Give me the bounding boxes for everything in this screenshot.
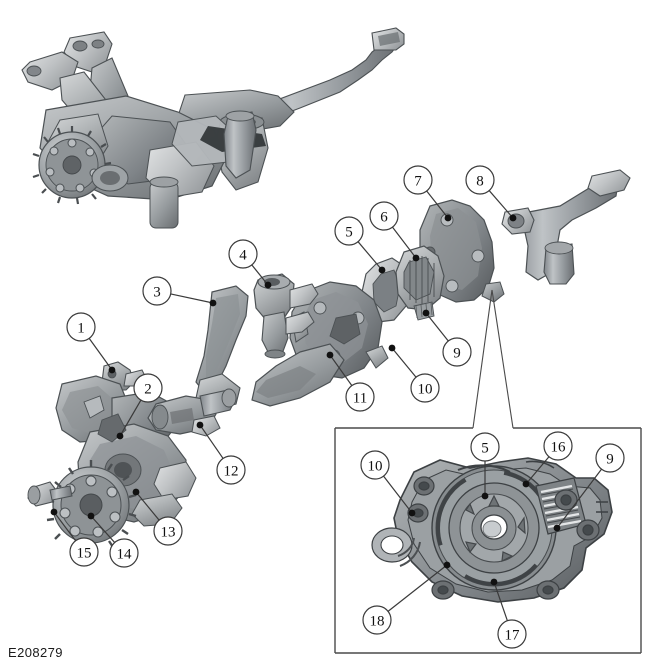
part-pump-body-main <box>251 281 389 407</box>
main-leader-dot-12 <box>196 421 204 429</box>
main-leader-line-11 <box>329 354 353 386</box>
main-leader-line-8 <box>488 190 514 219</box>
inset-callout-16[interactable] <box>543 431 573 461</box>
inset-leader-line-9 <box>556 468 603 529</box>
main-leader-line-1 <box>88 338 113 371</box>
main-leader-line-13 <box>135 491 160 521</box>
main-leader-line-3 <box>170 293 214 304</box>
main-leader-line-14 <box>90 515 116 543</box>
main-leader-dot-3 <box>209 299 217 307</box>
inset-leader-line-17 <box>493 581 508 621</box>
inset-callout-9[interactable] <box>595 443 625 473</box>
main-leader-line-6 <box>392 226 417 259</box>
main-callout-label-5: 5 <box>345 225 353 241</box>
main-callout-3[interactable] <box>142 276 172 306</box>
main-leader-dot-7 <box>444 214 452 222</box>
inset-callout-label-16: 16 <box>551 440 567 456</box>
main-leader-line-5 <box>357 241 383 271</box>
main-callout-10[interactable] <box>410 373 440 403</box>
inset-leader-dot-17 <box>490 578 498 586</box>
main-callout-label-8: 8 <box>476 174 484 190</box>
main-leader-line-9 <box>425 312 449 342</box>
inset-leader-line-18 <box>387 564 448 612</box>
main-callout-label-9: 9 <box>453 346 461 362</box>
main-leader-line-7 <box>426 190 449 219</box>
main-leader-dot-4 <box>264 281 272 289</box>
inset-callout-label-18: 18 <box>370 614 385 630</box>
inset-leader-line-10 <box>383 475 413 514</box>
main-callout-2[interactable] <box>133 373 163 403</box>
main-callout-label-1: 1 <box>77 321 85 337</box>
main-leader-line-15 <box>53 511 77 542</box>
main-callout-15[interactable] <box>69 537 99 567</box>
main-leader-dot-15 <box>50 508 58 516</box>
inset-callout-label-5: 5 <box>481 441 489 457</box>
main-callout-13[interactable] <box>153 516 183 546</box>
main-leader-dot-5 <box>378 266 386 274</box>
inset-pointer-wedge <box>472 289 514 429</box>
callout-group-inset: 5 16 9 10 18 17 <box>360 431 625 649</box>
main-callout-11[interactable] <box>345 382 375 412</box>
inset-pump-cover-artwork <box>371 457 613 603</box>
main-leader-dot-1 <box>108 366 116 374</box>
figure-id-label: E208279 <box>8 645 63 660</box>
part-oil-pressure-regulator-piston <box>147 388 237 437</box>
main-leader-dot-14 <box>87 512 95 520</box>
main-callout-9[interactable] <box>442 337 472 367</box>
main-callout-label-7: 7 <box>414 174 422 190</box>
inset-leader-dot-5 <box>481 492 489 500</box>
main-leader-dot-9 <box>422 309 430 317</box>
main-leader-line-10 <box>391 347 417 378</box>
main-leader-dot-10 <box>388 344 396 352</box>
main-callout-label-3: 3 <box>153 285 161 301</box>
part-sprocket-bolt <box>27 481 73 507</box>
inset-leader-dot-16 <box>522 480 530 488</box>
main-callout-4[interactable] <box>228 239 258 269</box>
main-callout-12[interactable] <box>216 455 246 485</box>
part-oil-pickup-tube <box>501 169 631 285</box>
main-callout-label-2: 2 <box>144 382 152 398</box>
part-pump-inner-rotor <box>395 245 445 321</box>
main-leader-dot-6 <box>412 254 420 262</box>
main-leader-dot-13 <box>132 488 140 496</box>
inset-callout-18[interactable] <box>362 605 392 635</box>
main-callout-label-13: 13 <box>161 525 176 541</box>
main-leader-dot-8 <box>509 214 517 222</box>
inset-callout-17[interactable] <box>497 619 527 649</box>
inset-detail-box <box>334 427 642 654</box>
inset-callout-10[interactable] <box>360 450 390 480</box>
main-leader-line-2 <box>119 399 142 437</box>
main-callout-1[interactable] <box>66 312 96 342</box>
main-callout-label-4: 4 <box>239 248 247 264</box>
main-callout-label-14: 14 <box>117 547 133 563</box>
main-callout-label-6: 6 <box>380 210 388 226</box>
main-callout-14[interactable] <box>109 538 139 568</box>
assembled-oil-pump-group <box>21 27 405 229</box>
inset-leader-dot-18 <box>443 561 451 569</box>
inset-leader-line-16 <box>525 456 550 485</box>
inset-callout-5[interactable] <box>470 432 500 462</box>
main-leader-line-12 <box>199 424 224 459</box>
main-leader-dot-11 <box>326 351 334 359</box>
inset-callout-label-17: 17 <box>505 628 521 644</box>
main-callout-8[interactable] <box>465 165 495 195</box>
main-callout-label-10: 10 <box>418 382 433 398</box>
main-callout-label-11: 11 <box>353 391 367 407</box>
main-callout-6[interactable] <box>369 201 399 231</box>
assembled-sprocket <box>32 126 112 205</box>
main-callout-label-12: 12 <box>224 464 239 480</box>
inset-callout-label-9: 9 <box>606 452 614 468</box>
inset-leader-dot-9 <box>553 524 561 532</box>
main-callout-label-15: 15 <box>77 546 92 562</box>
main-leader-line-4 <box>251 264 269 286</box>
inset-leader-dot-10 <box>408 509 416 517</box>
main-leader-dot-2 <box>116 432 124 440</box>
inset-callout-label-10: 10 <box>368 459 383 475</box>
main-callout-5[interactable] <box>334 216 364 246</box>
main-callout-7[interactable] <box>403 165 433 195</box>
